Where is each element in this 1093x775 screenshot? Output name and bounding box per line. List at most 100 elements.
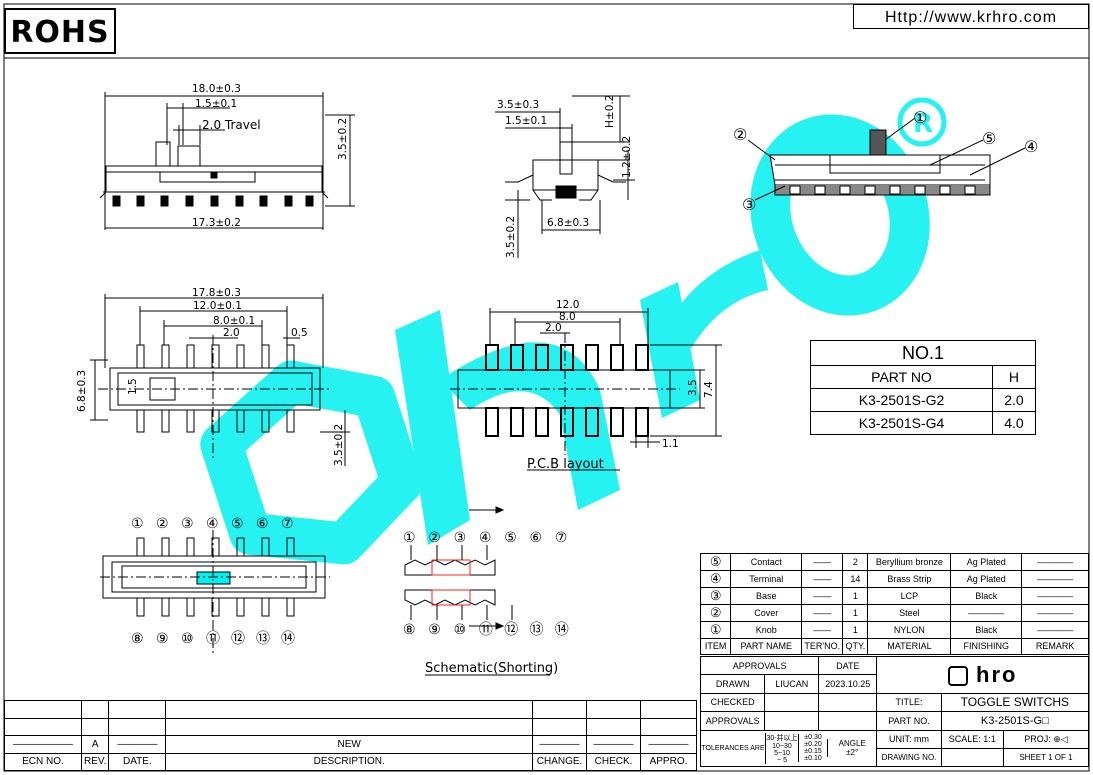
top-overall-width: 18.0±0.3 — [192, 83, 241, 95]
unit-cell: UNIT: mm DRAWING NO. — [876, 729, 942, 767]
bom-header: PART NAME — [730, 638, 803, 655]
side-width: 3.5±0.3 — [497, 99, 539, 111]
tolerance-values: ±0.30 ±0.20 ±0.15 ±0.10 — [798, 734, 827, 763]
hro-logo: hro — [876, 656, 1089, 694]
desc-value: NEW — [165, 735, 534, 754]
side-height: 3.5±0.2 — [505, 216, 517, 258]
bom-cell: 2 — [842, 553, 869, 571]
approved-by — [764, 711, 820, 731]
proj-row: PROJ: ⊕◁ — [1003, 731, 1088, 749]
side-dim-1-2: 1.2±0.2 — [621, 136, 633, 178]
bottom-pitch: 2.0 — [223, 327, 240, 339]
change-value: ———— — [532, 735, 588, 754]
drawn-label: DRAWN — [699, 674, 766, 694]
bom-cell: —— — [801, 570, 844, 588]
bom-cell: Base — [730, 587, 803, 605]
bom-cell: —— — [801, 587, 844, 605]
approvals-label: APPROVALS — [699, 655, 820, 676]
bom-cell: 1 — [842, 587, 869, 605]
pin-outline — [186, 597, 195, 617]
pin-label: ④ — [206, 516, 219, 532]
revision-block: —————— A ———— NEW ———— ———— ———— ECN NO.… — [4, 700, 697, 771]
part-number-table: NO.1 PART NO H K3-2501S-G2 2.0 K3-2501S-… — [810, 340, 1037, 435]
pin-outline — [286, 409, 295, 433]
pin-outline — [236, 537, 245, 557]
pin-outline — [261, 344, 270, 369]
pin-label: ⑭ — [555, 622, 569, 638]
tol-range: ~ 5 — [777, 756, 787, 764]
bom-cell: ② — [699, 604, 732, 622]
pin-outline — [211, 537, 220, 557]
hro-logo-icon — [947, 666, 968, 687]
website-url[interactable]: Http://www.krhro.com — [853, 4, 1089, 29]
pcb-pad — [560, 407, 574, 437]
bom-cell: ———— — [1021, 553, 1089, 571]
hro-logo-text: hro — [976, 661, 1018, 687]
pin-outline — [136, 409, 145, 433]
pin-label: ⑦ — [281, 516, 294, 532]
rev-empty — [640, 700, 697, 719]
top-view-drawing — [99, 92, 355, 230]
pcb-layout-drawing — [450, 308, 722, 471]
pin-label: ④ — [479, 530, 492, 546]
bom-cell: 14 — [842, 570, 869, 588]
pin-outline — [236, 409, 245, 433]
unit-label: UNIT: mm — [877, 731, 941, 749]
rev-empty — [165, 700, 534, 719]
date-value: ———— — [108, 735, 167, 754]
pcb-pad — [485, 407, 499, 437]
tol-value: ±0.30 — [804, 734, 822, 742]
pin-label: ⑫ — [231, 631, 245, 647]
hro-watermark: R — [200, 97, 947, 565]
description-header: DESCRIPTION. — [165, 752, 534, 771]
bom-cell: Black — [950, 587, 1023, 605]
pcb-pad — [585, 344, 599, 371]
pin-label: ③ — [181, 516, 194, 532]
callout-5: ⑤ — [982, 129, 996, 148]
approvals-label-2: APPROVALS — [699, 711, 766, 731]
first-angle-projection-icon: ⊕◁ — [1053, 733, 1068, 744]
pcb-pad — [585, 407, 599, 437]
pin-outline — [286, 537, 295, 557]
bom-cell: —— — [801, 604, 844, 622]
pin-label: ⑫ — [504, 622, 518, 638]
pin-label: ⑪ — [479, 622, 493, 638]
table-row: —————— A ———— NEW ———— ———— ———— — [4, 735, 697, 754]
tol-value: ±0.10 — [804, 755, 822, 763]
pin-outline — [161, 597, 170, 617]
rev-empty — [532, 717, 588, 736]
tol-range: 10~30 — [772, 742, 792, 750]
part-no-value: K3-2501S-G□ — [940, 711, 1090, 731]
rev-empty — [108, 717, 167, 736]
appro-header: APPRO. — [640, 752, 697, 771]
pin-outline — [236, 597, 245, 617]
rev-empty — [80, 700, 110, 719]
bottom-inner: 1.5 — [127, 378, 139, 395]
bom-header: FINISHING — [950, 638, 1023, 655]
pcb-pad — [535, 407, 549, 437]
tolerance-ranges: 30-并以上 10~30 5~10 ~ 5 — [765, 732, 798, 764]
bom-cell: ———— — [1021, 604, 1089, 622]
bom-cell: Beryllium bronze — [867, 553, 952, 571]
pcb-dim-8: 8.0 — [559, 311, 576, 323]
pcb-pitch: 2.0 — [545, 322, 562, 334]
pin-outline — [161, 409, 170, 433]
drawing-no-value — [942, 749, 1003, 766]
bottom-dim-8: 8.0±0.1 — [213, 315, 255, 327]
pin-label: ⑥ — [256, 516, 269, 532]
pcb-pad — [560, 344, 574, 371]
top-travel: 2.0 Travel — [202, 118, 261, 132]
bom-header: ITEM — [699, 638, 732, 655]
bom-cell: Knob — [730, 621, 803, 639]
pinout-drawing — [100, 530, 330, 655]
callout-1: ① — [913, 108, 927, 127]
side-foot-span: 6.8±0.3 — [547, 217, 589, 229]
bom-cell: NYLON — [867, 621, 952, 639]
ecn-value: —————— — [4, 735, 82, 754]
part-no-cell: K3-2501S-G4 — [810, 411, 993, 435]
bom-cell: —— — [801, 621, 844, 639]
pin-label: ① — [403, 530, 416, 546]
